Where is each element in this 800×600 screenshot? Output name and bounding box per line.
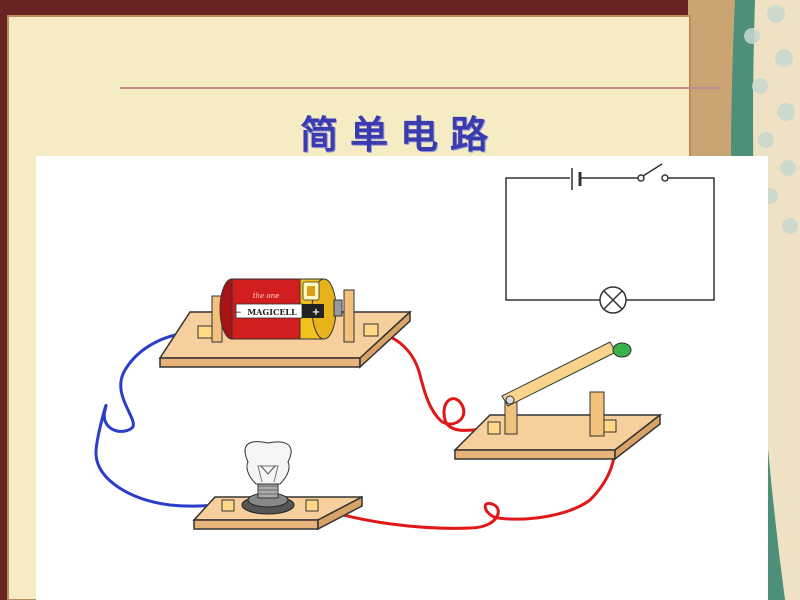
battery-minus: −: [234, 308, 242, 318]
lamp-symbol: [599, 286, 627, 314]
battery-icon: the one MAGICELL + −: [211, 278, 355, 343]
red-wire-battery-switch: [370, 330, 494, 432]
decor-cream-band: [753, 0, 800, 600]
cell-symbol: [571, 168, 582, 190]
switch-board: [453, 413, 663, 461]
switch-symbol: [637, 163, 669, 182]
circuit-schematic: [505, 163, 715, 314]
red-wire-switch-bulb: [318, 428, 617, 530]
slide-title: 简单电路: [299, 113, 500, 157]
battery-top-label: the one: [253, 292, 280, 300]
light-bulb-icon: [241, 441, 295, 515]
blue-wire: [94, 330, 232, 508]
battery-brand: MAGICELL: [247, 307, 297, 317]
switch-icon: [501, 341, 632, 437]
battery-plus: +: [312, 307, 320, 318]
